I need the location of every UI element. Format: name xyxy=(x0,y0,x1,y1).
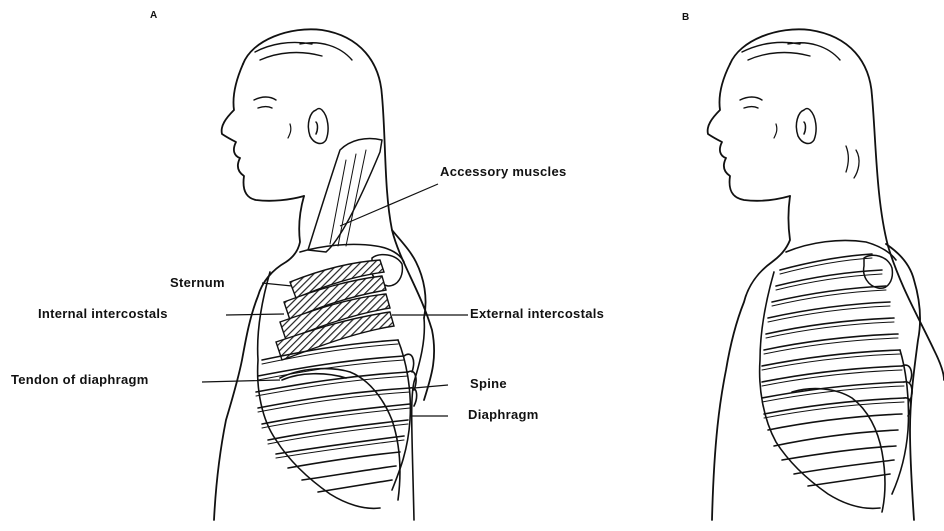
label-spine: Spine xyxy=(470,377,507,391)
label-diaphragm: Diaphragm xyxy=(468,408,539,422)
label-internal-intercostals: Internal intercostals xyxy=(38,307,168,321)
label-accessory-muscles: Accessory muscles xyxy=(440,165,567,179)
label-tendon-of-diaphragm: Tendon of diaphragm xyxy=(11,373,149,387)
label-external-intercostals: External intercostals xyxy=(470,307,604,321)
intercostals-a xyxy=(276,260,394,360)
figure-b xyxy=(708,29,944,520)
label-sternum: Sternum xyxy=(170,276,225,290)
face-b-profile xyxy=(708,64,790,201)
face-a-profile xyxy=(222,64,304,201)
rib-cage-b xyxy=(760,254,912,512)
head-a-outline xyxy=(243,29,434,400)
